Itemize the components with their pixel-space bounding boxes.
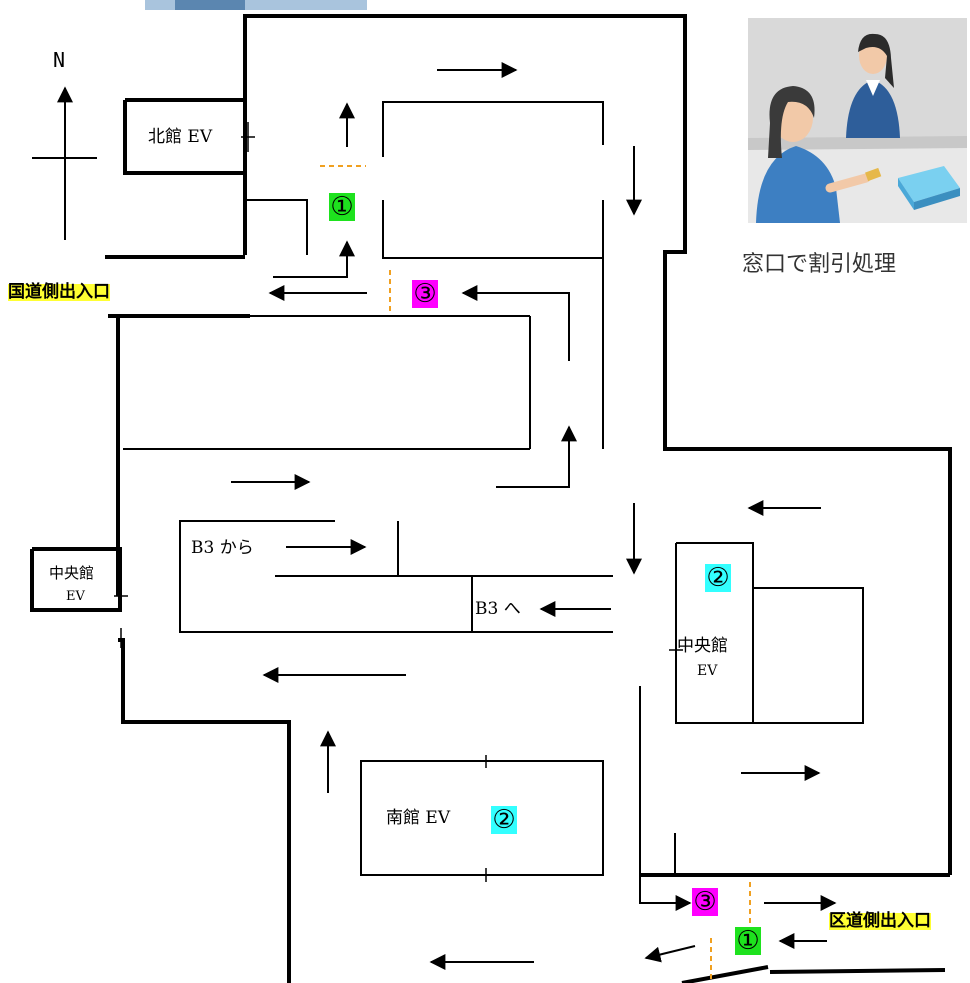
ramp-from-b3-label: B3 から <box>191 538 254 558</box>
cropped-image-fragment <box>145 0 367 10</box>
central-elevator-east-label-2: EV <box>697 663 718 679</box>
marker-one-north: ① <box>329 192 355 222</box>
ward-road-entrance-label: 区道側出入口 <box>829 911 931 931</box>
discount-counter-illustration <box>748 18 967 223</box>
traffic-flow-arrows <box>231 62 837 970</box>
marker-three-north: ③ <box>412 279 438 309</box>
marker-one-south: ① <box>735 926 761 956</box>
marker-two-south: ② <box>491 805 517 835</box>
north-arrow-icon <box>32 86 97 240</box>
building-outer-walls <box>30 14 952 983</box>
compass-north-label: N <box>53 48 66 72</box>
ramp-to-b3-label: B3 へ <box>475 599 521 619</box>
central-elevator-east-label-1: 中央館 <box>677 636 728 656</box>
national-road-entrance-label: 国道側出入口 <box>8 282 110 302</box>
central-elevator-west-label-2: EV <box>66 589 85 604</box>
gate-dashed-lines <box>320 165 751 983</box>
door-ticks <box>114 122 683 882</box>
illustration-caption: 窓口で割引処理 <box>742 252 897 277</box>
marker-two-central: ② <box>705 563 731 593</box>
north-elevator-label: 北館 EV <box>148 127 213 147</box>
central-elevator-west-label-1: 中央館 <box>49 564 95 582</box>
south-elevator-label: 南館 EV <box>386 808 451 828</box>
marker-three-south: ③ <box>692 887 718 917</box>
